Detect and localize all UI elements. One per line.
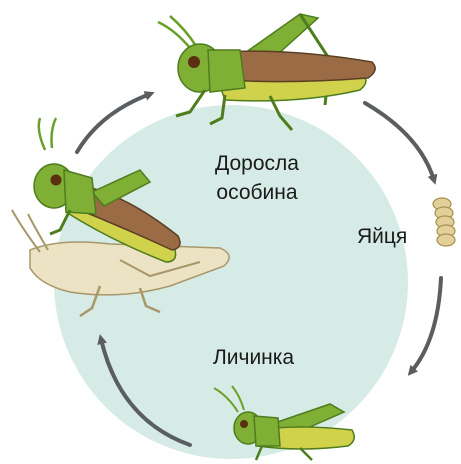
label-eggs: Яйця: [357, 225, 407, 248]
label-nymph: Личинка: [213, 346, 294, 369]
arrow-eggs-to-nymph: [411, 278, 441, 372]
label-adult-line1: Доросла: [215, 152, 299, 175]
label-adult-line2: особина: [216, 181, 297, 204]
egg-cluster-illustration: [433, 198, 455, 246]
arrow-adult-to-eggs: [365, 103, 434, 180]
